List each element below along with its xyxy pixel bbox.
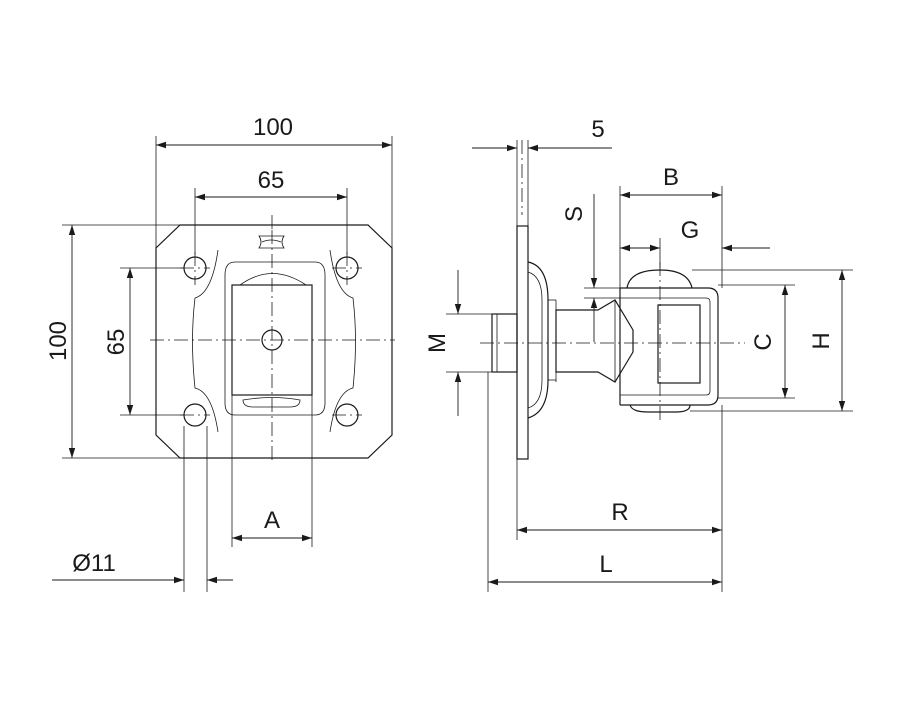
dim-hole-spacing-x: 65 xyxy=(258,167,285,194)
dim-c: C xyxy=(750,333,777,350)
dim-hole-spacing-y: 65 xyxy=(103,329,130,356)
dim-l: L xyxy=(599,551,612,578)
dim-slot-width-a: A xyxy=(264,507,280,534)
hinge-eye xyxy=(620,287,719,406)
bottom-washer xyxy=(629,404,691,413)
dim-plate-thickness: 5 xyxy=(591,116,604,143)
slot-top-cap xyxy=(239,273,307,286)
boss-outline xyxy=(224,261,326,416)
pin-shaft xyxy=(555,299,634,383)
top-washer xyxy=(626,269,693,289)
dim-s: S xyxy=(561,206,588,222)
side-boss xyxy=(527,261,549,419)
inner-relief-contour xyxy=(192,249,356,433)
dim-hole-diameter: Ø11 xyxy=(72,550,116,577)
dim-h: H xyxy=(808,332,835,349)
dim-plate-width: 100 xyxy=(253,114,293,141)
side-view: 5 B G S M C H R xyxy=(424,116,853,592)
dim-r: R xyxy=(611,499,628,526)
dim-g: G xyxy=(681,217,700,244)
dim-m: M xyxy=(424,333,451,353)
front-view: 100 65 100 65 A Ø11 xyxy=(45,114,395,592)
slot-bottom-cap xyxy=(242,397,301,408)
dim-plate-height: 100 xyxy=(45,321,72,361)
side-plate xyxy=(516,225,529,460)
dim-b: B xyxy=(663,164,679,191)
base-plate-outline xyxy=(155,224,393,459)
top-mark-icon xyxy=(258,235,285,249)
